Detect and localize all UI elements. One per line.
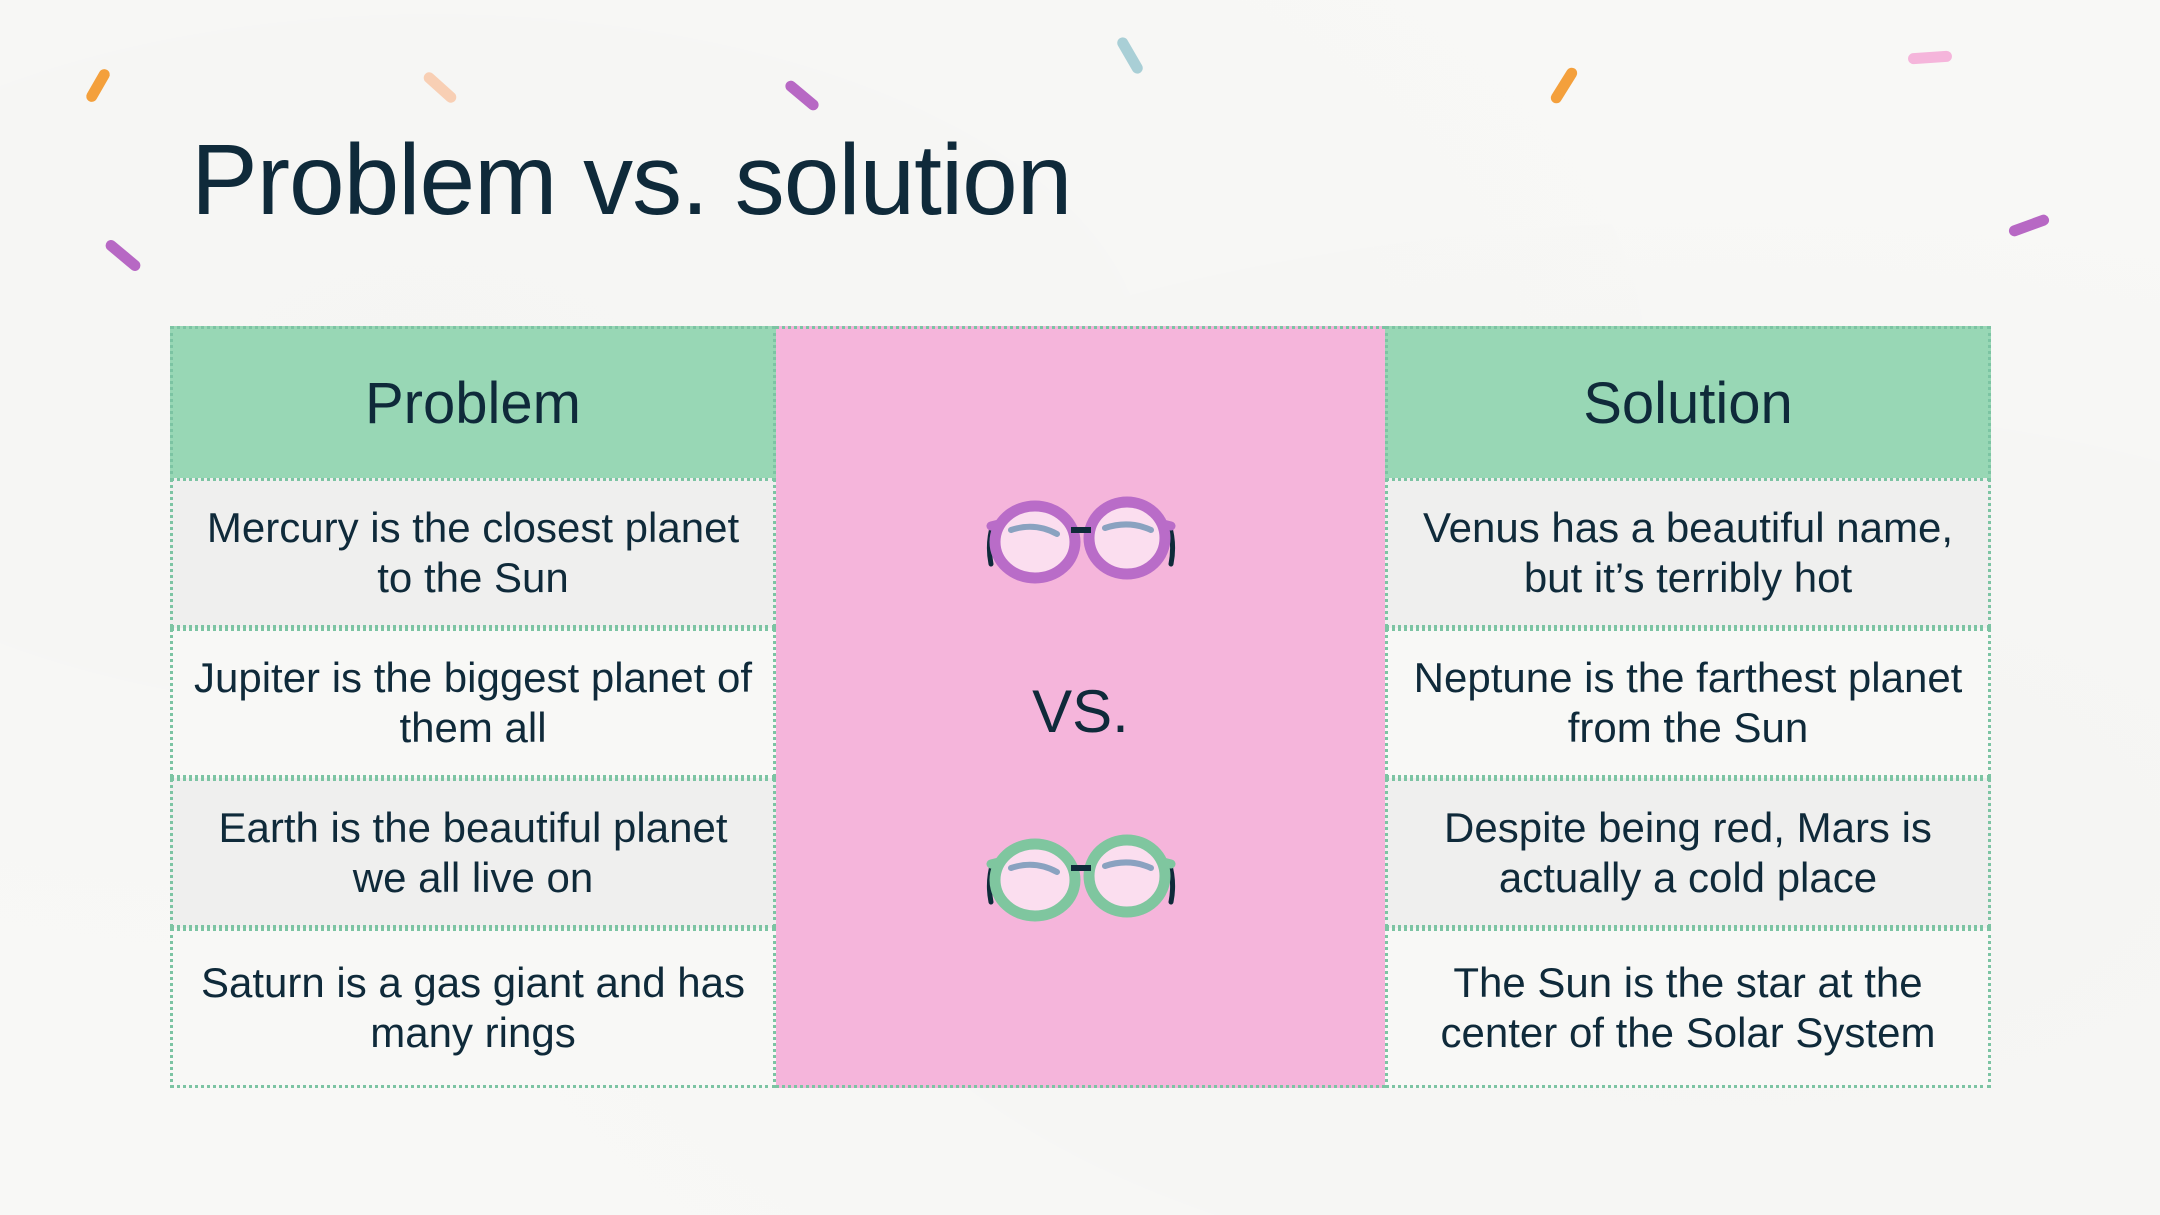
problem-row-3: Earth is the beautiful planet we all liv… — [170, 778, 776, 928]
confetti-blue-1 — [1115, 35, 1145, 76]
confetti-purple-2 — [103, 237, 143, 274]
problem-column: Problem Mercury is the closest planet to… — [170, 326, 776, 1088]
problem-row-text: Earth is the beautiful planet we all liv… — [218, 803, 728, 901]
confetti-orange-2 — [1548, 65, 1580, 106]
comparison-table: Problem Mercury is the closest planet to… — [170, 326, 1991, 1088]
solution-header: Solution — [1385, 326, 1991, 481]
problem-header: Problem — [170, 326, 776, 481]
page-title: Problem vs. solution — [191, 124, 1072, 236]
solution-row-3: Despite being red, Mars is actually a co… — [1385, 778, 1991, 928]
problem-row-1: Mercury is the closest planet to the Sun — [170, 478, 776, 628]
solution-row-text: Neptune is the farthest planet from the … — [1413, 653, 1963, 751]
solution-row-text: Venus has a beautiful name, but it’s ter… — [1422, 503, 1954, 601]
vs-label: VS. — [1032, 678, 1129, 745]
confetti-peach-1 — [421, 70, 459, 105]
problem-row-2: Jupiter is the biggest planet of them al… — [170, 628, 776, 778]
green-glasses-icon — [986, 834, 1176, 922]
solution-column: Solution Venus has a beautiful name, but… — [1385, 326, 1991, 1088]
solution-row-text: Despite being red, Mars is actually a co… — [1444, 803, 1932, 901]
confetti-purple-3 — [2007, 213, 2051, 238]
solution-row-2: Neptune is the farthest planet from the … — [1385, 628, 1991, 778]
problem-row-text: Mercury is the closest planet to the Sun — [206, 503, 740, 601]
confetti-orange-1 — [84, 67, 112, 104]
problem-row-text: Saturn is a gas giant and has many rings — [200, 958, 746, 1056]
confetti-pink-1 — [1907, 50, 1953, 65]
solution-row-1: Venus has a beautiful name, but it’s ter… — [1385, 478, 1991, 628]
vs-column: VS. — [776, 326, 1385, 1088]
solution-row-4: The Sun is the star at the center of the… — [1385, 928, 1991, 1088]
solution-row-text: The Sun is the star at the center of the… — [1440, 958, 1936, 1056]
purple-glasses-icon — [986, 496, 1176, 584]
confetti-purple-1 — [783, 78, 821, 113]
problem-row-4: Saturn is a gas giant and has many rings — [170, 928, 776, 1088]
problem-row-text: Jupiter is the biggest planet of them al… — [193, 653, 753, 751]
